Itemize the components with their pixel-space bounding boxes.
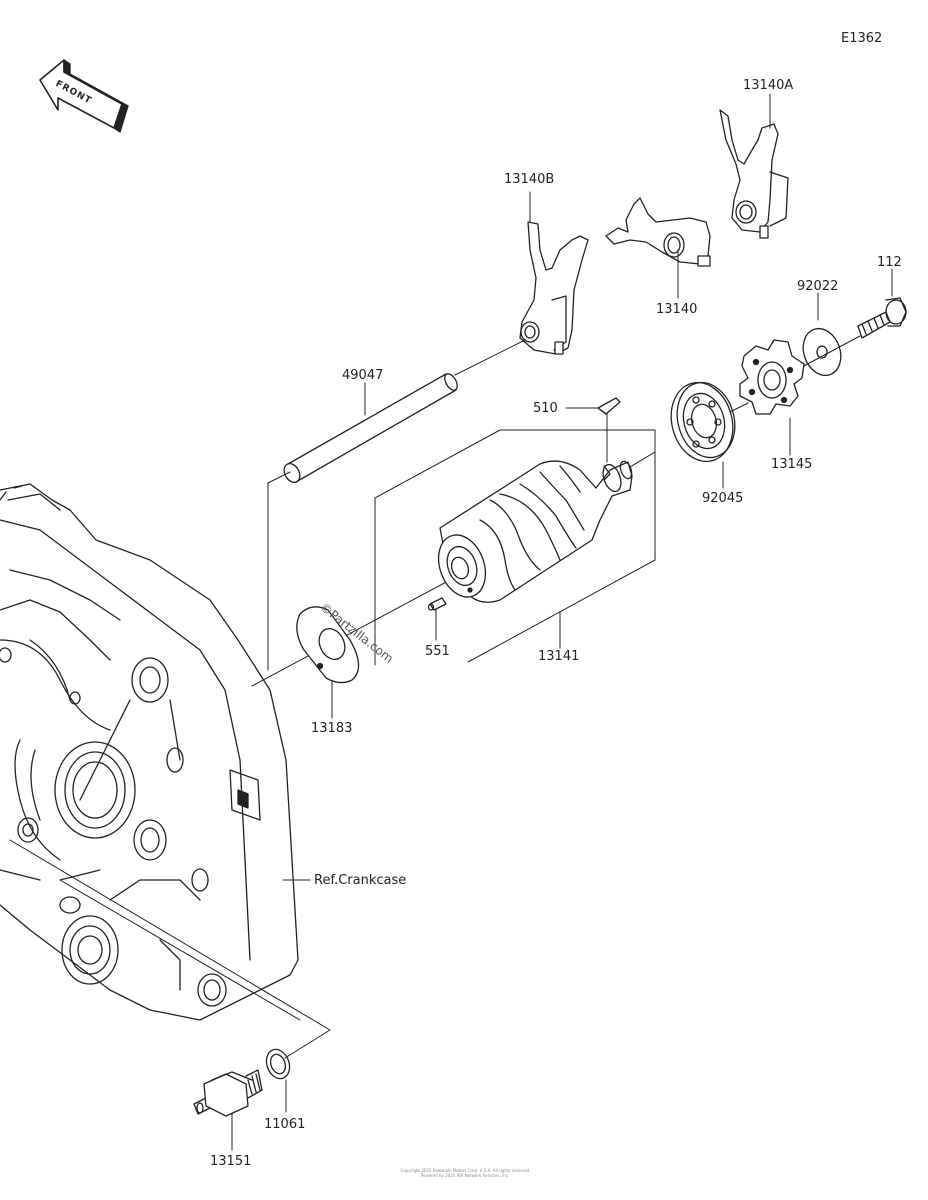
part-label-510[interactable]: 510 xyxy=(533,401,558,416)
shift-drum-13141 xyxy=(437,460,633,603)
star-plate-13145 xyxy=(739,339,805,415)
plate-13183 xyxy=(296,606,360,684)
shift-fork-13140A xyxy=(719,109,789,239)
part-label-13141[interactable]: 13141 xyxy=(538,649,580,664)
leader-lines xyxy=(9,93,893,1151)
shift-rod-49047 xyxy=(283,373,458,483)
part-label-49047[interactable]: 49047 xyxy=(342,368,384,383)
part-label-13145[interactable]: 13145 xyxy=(771,457,813,472)
neutral-switch-13151 xyxy=(193,1069,263,1117)
part-label-13140A[interactable]: 13140A xyxy=(743,78,794,93)
shift-fork-13140B xyxy=(519,221,589,355)
front-arrow-icon xyxy=(39,59,129,133)
diagram-id: E1362 xyxy=(841,31,883,46)
bolt-112 xyxy=(857,297,907,339)
crankcase-drawing xyxy=(0,483,299,1021)
ref-crankcase-label: Ref.Crankcase xyxy=(314,873,407,888)
part-label-13140[interactable]: 13140 xyxy=(656,302,698,317)
part-label-13151[interactable]: 13151 xyxy=(210,1154,252,1169)
washer-92022 xyxy=(802,327,842,377)
part-label-112[interactable]: 112 xyxy=(877,255,902,270)
part-label-551[interactable]: 551 xyxy=(425,644,450,659)
bearing-92045 xyxy=(670,381,736,463)
part-label-13183[interactable]: 13183 xyxy=(311,721,353,736)
pin-551 xyxy=(427,597,447,611)
part-label-11061[interactable]: 11061 xyxy=(264,1117,306,1132)
copyright-note: Copyright 2025 Kawasaki Motors Corp. U.S… xyxy=(330,1168,600,1178)
part-label-92022[interactable]: 92022 xyxy=(797,279,839,294)
pin-510 xyxy=(597,397,621,415)
part-label-13140B[interactable]: 13140B xyxy=(504,172,555,187)
copyright-line-2: Powered by 2025 ARI Network Services, In… xyxy=(420,1173,510,1179)
copyright-line-1: Copyright 2025 Kawasaki Motors Corp. U.S… xyxy=(400,1168,530,1173)
shift-fork-13140 xyxy=(605,197,711,267)
part-label-92045[interactable]: 92045 xyxy=(702,491,744,506)
washer-11061 xyxy=(265,1048,291,1080)
